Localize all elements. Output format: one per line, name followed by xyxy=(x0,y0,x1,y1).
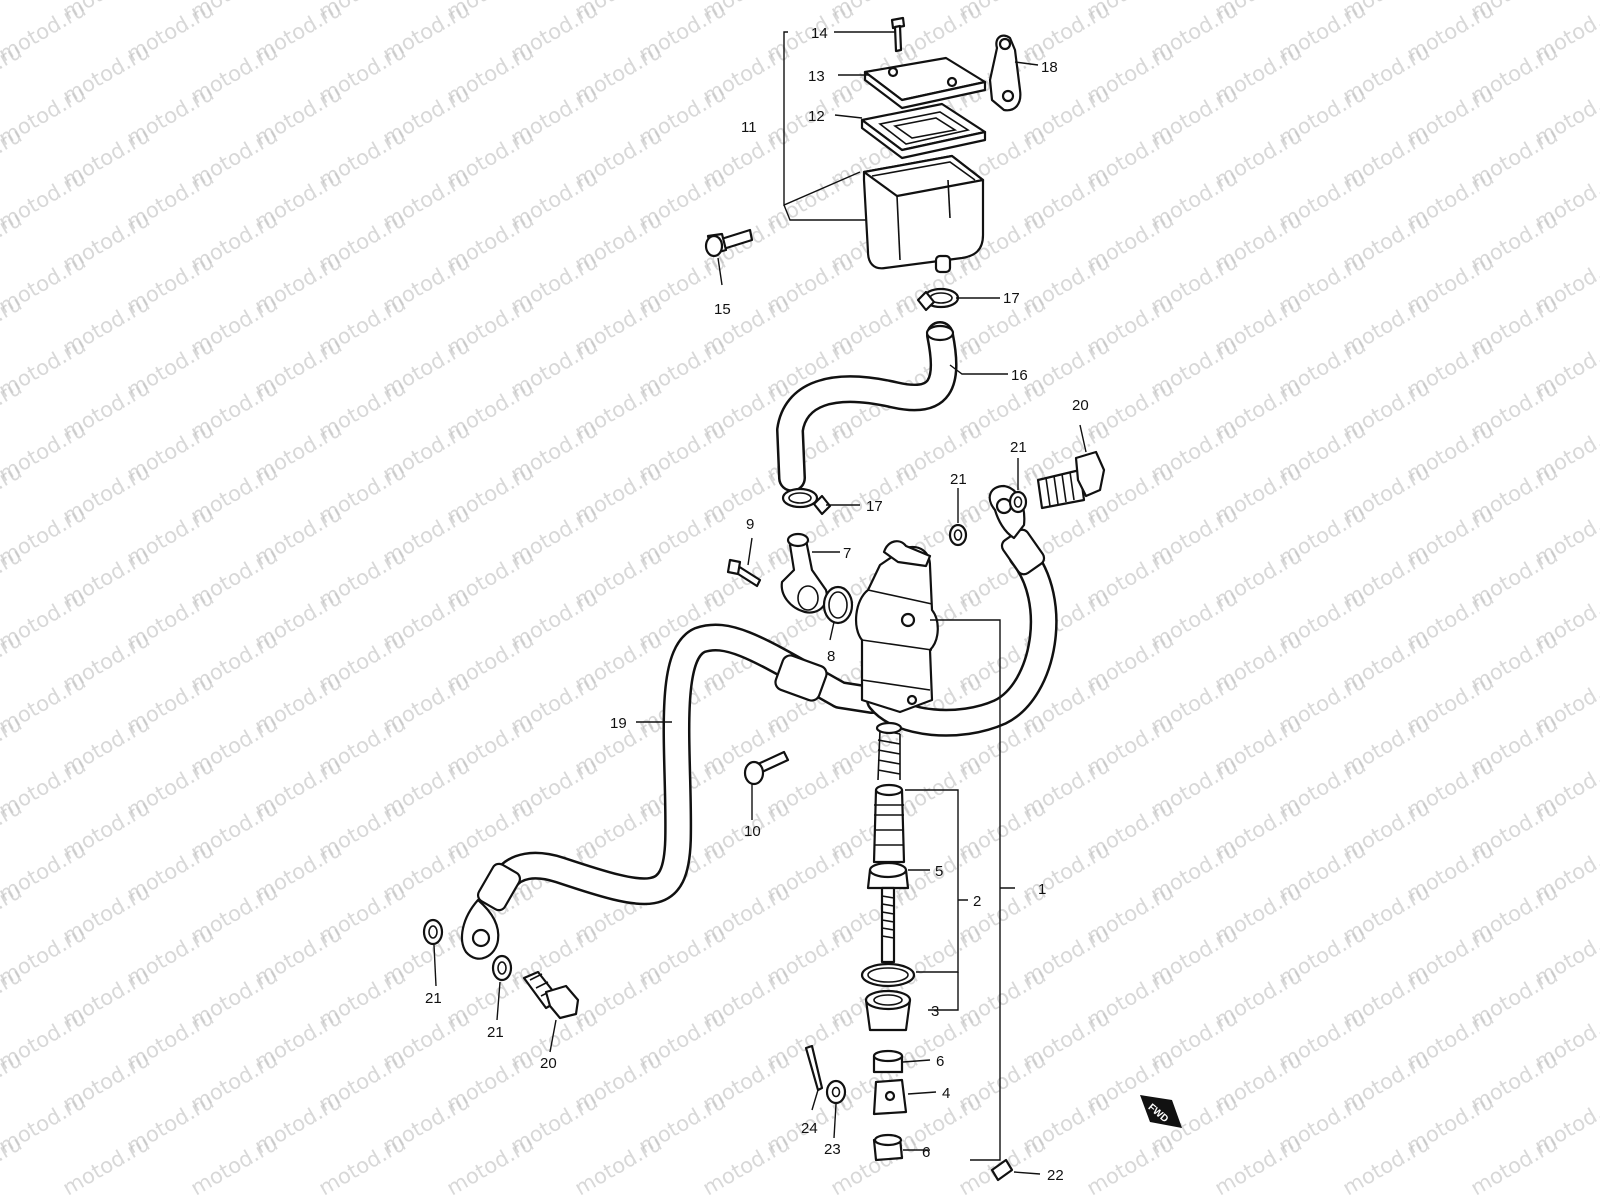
callout-13: 13 xyxy=(808,68,825,85)
part-pushrod-5 xyxy=(866,861,910,964)
part-bracket-18 xyxy=(988,34,1022,112)
part-piston-2 xyxy=(872,783,906,864)
callout-17-top: 17 xyxy=(1003,290,1020,307)
callout-4: 4 xyxy=(942,1085,950,1102)
callout-6-upper: 6 xyxy=(936,1053,944,1070)
part-bolt-15 xyxy=(704,228,754,258)
part-clevis-4 xyxy=(872,1078,908,1116)
part-reservoir-tank xyxy=(862,154,985,274)
watermark-text: motod.ru xyxy=(0,0,26,24)
watermark-text: motod.ru xyxy=(1083,1131,1178,1200)
part-union-bolt-20-right xyxy=(1036,450,1106,510)
watermark-text: motod.ru xyxy=(443,1131,538,1200)
part-o-ring-8 xyxy=(822,585,854,625)
callout-21-c: 21 xyxy=(425,990,442,1007)
callout-14: 14 xyxy=(811,25,828,42)
part-union-bolt-20-left xyxy=(522,970,580,1020)
callout-16: 16 xyxy=(1011,367,1028,384)
callout-20-right: 20 xyxy=(1072,397,1089,414)
callout-10: 10 xyxy=(744,823,761,840)
part-pin-22 xyxy=(990,1158,1014,1182)
part-washer-21-b xyxy=(948,523,968,547)
part-nut-6-upper xyxy=(872,1049,904,1074)
watermark-text: motod.ru xyxy=(59,1131,154,1200)
part-washer-23 xyxy=(825,1079,847,1105)
part-bolt-10 xyxy=(743,750,790,786)
watermark-text: motod.ru xyxy=(187,1131,282,1200)
part-clamp-17-top xyxy=(916,287,960,312)
part-reservoir-hose xyxy=(776,321,958,492)
watermark-text: motod.ru xyxy=(1211,1131,1306,1200)
callout-22: 22 xyxy=(1047,1167,1064,1184)
callout-12: 12 xyxy=(808,108,825,125)
watermark-text: motod.ru xyxy=(699,1131,794,1200)
callout-8: 8 xyxy=(827,648,835,665)
watermark-text: motod.ru xyxy=(571,1131,666,1200)
part-master-cylinder-body xyxy=(854,540,939,714)
part-screw-9 xyxy=(726,558,762,588)
part-brake-hose-rear xyxy=(866,484,1058,737)
callout-19: 19 xyxy=(610,715,627,732)
callout-17-bottom: 17 xyxy=(866,498,883,515)
callout-20-left: 20 xyxy=(540,1055,557,1072)
part-reservoir-diaphragm xyxy=(860,102,987,160)
watermark-text: motod.ru xyxy=(315,1131,410,1200)
fwd-badge: FWD xyxy=(1140,1095,1182,1128)
callout-6-lower: 6 xyxy=(922,1144,930,1161)
callout-21-b: 21 xyxy=(950,471,967,488)
callout-3: 3 xyxy=(931,1003,939,1020)
callout-9: 9 xyxy=(746,516,754,533)
callout-11: 11 xyxy=(741,119,757,136)
callout-23: 23 xyxy=(824,1141,841,1158)
part-boot-3 xyxy=(864,989,912,1032)
leader-lines xyxy=(433,31,1087,1175)
part-washer-21-c xyxy=(422,918,444,946)
part-brake-hose-front xyxy=(460,623,886,960)
callout-21-d: 21 xyxy=(487,1024,504,1041)
part-cotter-pin-24 xyxy=(804,1044,824,1092)
part-washer-21-d xyxy=(491,954,513,982)
callout-1: 1 xyxy=(1038,881,1046,898)
part-nut-6-lower xyxy=(872,1133,904,1162)
part-clamp-17-bottom xyxy=(781,487,832,516)
callout-21-a: 21 xyxy=(1010,439,1027,456)
part-inlet-fitting-7 xyxy=(780,532,828,614)
callout-2: 2 xyxy=(973,893,981,910)
callout-24: 24 xyxy=(801,1120,818,1137)
part-reservoir-cap xyxy=(863,56,987,110)
watermark-text: motod.ru xyxy=(1339,1131,1434,1200)
callout-15: 15 xyxy=(714,301,731,318)
callout-7: 7 xyxy=(843,545,851,562)
part-screw-14 xyxy=(890,16,906,53)
part-circlip xyxy=(860,962,916,988)
part-washer-21-a xyxy=(1008,490,1028,514)
callout-labels: 14 13 12 11 18 15 17 16 20 21 21 17 9 7 … xyxy=(425,25,1089,1184)
watermark-text: motod.ru xyxy=(1467,1131,1562,1200)
part-spring xyxy=(875,721,903,781)
callout-18: 18 xyxy=(1041,59,1058,76)
callout-5: 5 xyxy=(935,863,943,880)
